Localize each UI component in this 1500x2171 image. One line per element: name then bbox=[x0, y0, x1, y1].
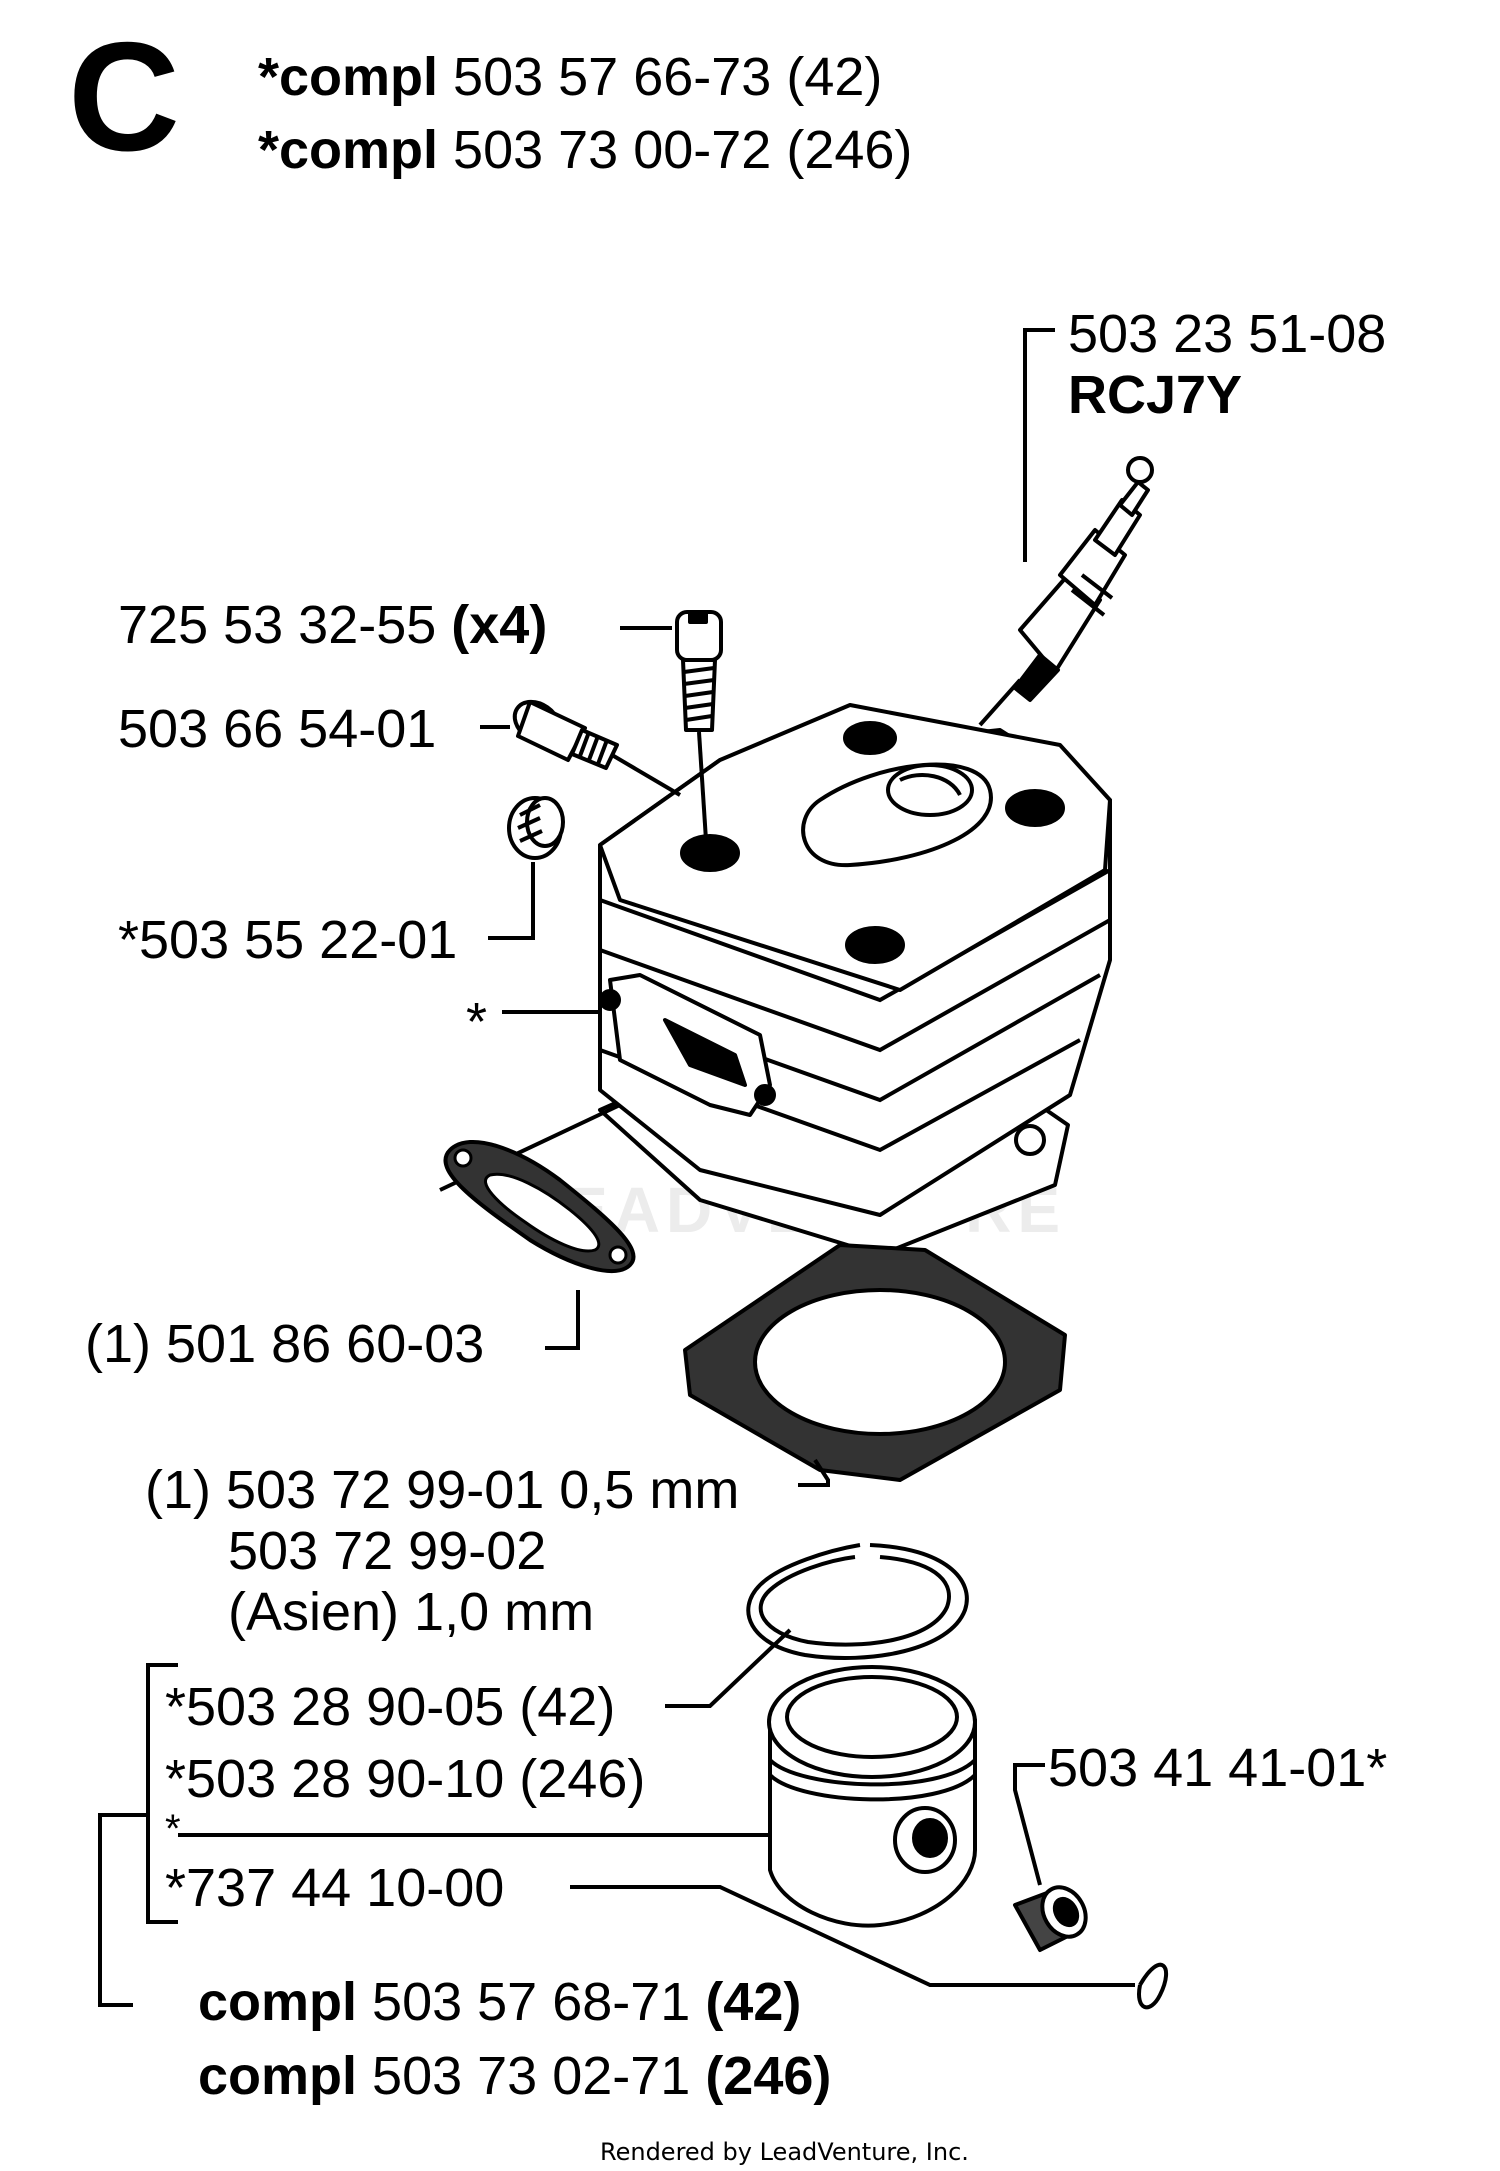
header-line-1-compl: *compl bbox=[258, 47, 438, 107]
piston-kit-246-qty: (246) bbox=[705, 2046, 831, 2106]
piston-kit-bracket bbox=[98, 1813, 148, 2007]
exhaust-gasket-leader bbox=[545, 1290, 580, 1350]
header-line-1: *compl 503 57 66-73 (42) bbox=[258, 47, 882, 107]
needle-bearing bbox=[1013, 1885, 1088, 1952]
base-gasket-part-number: (1) 503 72 99-01 0,5 mm bbox=[145, 1460, 739, 1520]
cylinder-marker: * bbox=[466, 992, 487, 1052]
clip-leader bbox=[570, 1885, 1135, 1987]
decompression-valve bbox=[512, 699, 682, 797]
spark-plug-type: RCJ7Y bbox=[1068, 365, 1242, 425]
header-line-2-compl: *compl bbox=[258, 120, 438, 180]
spark-plug-leader bbox=[1023, 328, 1055, 562]
plug-leader bbox=[488, 862, 535, 940]
cylinder-plug bbox=[507, 796, 565, 860]
footer-credit: Rendered by LeadVenture, Inc. bbox=[600, 2138, 969, 2166]
base-gasket bbox=[683, 1243, 1067, 1482]
spark-plug bbox=[978, 456, 1154, 727]
piston-kit-246: compl 503 73 02-71 (246) bbox=[198, 2046, 831, 2106]
exhaust-gasket bbox=[439, 1103, 636, 1273]
section-letter: C bbox=[68, 10, 180, 183]
base-gasket-alt-part-number: 503 72 99-02 bbox=[228, 1521, 546, 1581]
base-gasket-alt-note: (Asien) 1,0 mm bbox=[228, 1582, 594, 1642]
piston-kit-42: compl 503 57 68-71 (42) bbox=[198, 1972, 801, 2032]
piston-marker: * bbox=[165, 1807, 181, 1851]
screw-quantity: (x4) bbox=[451, 595, 547, 655]
piston-kit-42-compl: compl bbox=[198, 1972, 357, 2032]
bearing-leader bbox=[1013, 1763, 1045, 1886]
base-gasket-leader bbox=[798, 1458, 830, 1487]
ring-part-number-246: *503 28 90-10 (246) bbox=[165, 1749, 645, 1809]
header-line-2: *compl 503 73 00-72 (246) bbox=[258, 120, 912, 180]
piston-kit-246-part: 503 73 02-71 bbox=[357, 2046, 705, 2106]
piston-kit-42-part: 503 57 68-71 bbox=[357, 1972, 705, 2032]
header-line-2-part: 503 73 00-72 (246) bbox=[438, 120, 912, 180]
spark-plug-part-number: 503 23 51-08 bbox=[1068, 304, 1386, 364]
piston-kit-246-compl: compl bbox=[198, 2046, 357, 2106]
screw-part-number: 725 53 32-55 bbox=[118, 595, 451, 655]
ring-part-number-42: *503 28 90-05 (42) bbox=[165, 1677, 615, 1737]
plug-part-number: *503 55 22-01 bbox=[118, 910, 457, 970]
valve-part-number: 503 66 54-01 bbox=[118, 699, 436, 759]
cylinder-bolt bbox=[675, 610, 723, 841]
screw-label: 725 53 32-55 (x4) bbox=[118, 595, 547, 655]
piston-ring bbox=[746, 1543, 969, 1660]
header-line-1-part: 503 57 66-73 (42) bbox=[438, 47, 882, 107]
piston bbox=[767, 1665, 977, 1928]
cylinder bbox=[598, 703, 1112, 1257]
circlip bbox=[1137, 1962, 1169, 2010]
pin-clip-part-number: *737 44 10-00 bbox=[165, 1858, 504, 1918]
bearing-part-number: 503 41 41-01* bbox=[1048, 1738, 1387, 1798]
exhaust-gasket-part-number: (1) 501 86 60-03 bbox=[85, 1314, 484, 1374]
piston-kit-42-qty: (42) bbox=[705, 1972, 801, 2032]
piston-bracket bbox=[146, 1663, 178, 1924]
ring-leader bbox=[665, 1628, 792, 1708]
